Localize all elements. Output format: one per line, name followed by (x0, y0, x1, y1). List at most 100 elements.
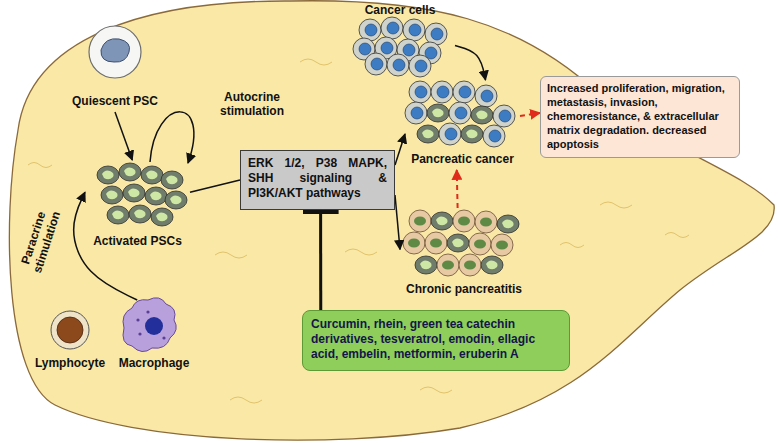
chronic-pancreatitis-cluster (425, 232, 447, 254)
cell-figure: Lymphocyte (30, 300, 110, 374)
cell-label: Cancer cells (365, 3, 436, 17)
activated-psc-cluster (97, 166, 119, 184)
chronic-pancreatitis-cluster (415, 256, 437, 274)
activated-psc-cluster (101, 186, 123, 204)
activated-psc-cluster (123, 184, 145, 202)
cancer-cell-cluster (425, 23, 447, 45)
chronic-pancreatitis-cluster (453, 210, 475, 232)
cell-cluster: Chronic pancreatitis (400, 208, 528, 300)
chronic-pancreatitis-cluster (459, 254, 481, 276)
pancreatic-cancer-cluster (431, 81, 453, 103)
activated-psc-cluster (161, 171, 183, 189)
annotation-label: Autocrine stimulation (212, 90, 292, 118)
macrophage-cell (162, 336, 165, 339)
lymphocyte-cell (51, 311, 89, 349)
cell-figure: Quiescent PSC (60, 18, 170, 112)
tissue-texture (560, 243, 584, 248)
box-text: Increased proliferation, migration, meta… (547, 81, 733, 151)
pancreatic-cancer-cluster (405, 102, 427, 124)
inhibitor-box: Curcumin, rhein, green tea catechin deri… (302, 310, 570, 371)
tissue-texture (300, 59, 332, 65)
pancreatic-cancer-cluster (493, 105, 515, 127)
cell-label: Pancreatic cancer (411, 152, 514, 166)
inhibition-line (319, 210, 322, 310)
cell-label: Activated PSCs (93, 234, 182, 248)
chronic-pancreatitis-cluster (475, 211, 497, 233)
chronic-pancreatitis-cluster (403, 232, 425, 254)
macrophage-cell (123, 298, 176, 352)
cancer-cell-cluster (353, 17, 447, 77)
cell-label: Macrophage (119, 356, 190, 370)
tissue-texture (345, 249, 377, 255)
activated-psc-cluster (107, 206, 129, 224)
pancreatic-cancer-cluster (483, 125, 505, 147)
pancreatic-cancer-cluster (449, 102, 471, 124)
macrophage-cell (138, 332, 141, 335)
macrophage-cell (146, 310, 149, 313)
progression-arrow (456, 170, 459, 208)
cell-cluster: Cancer cells (345, 0, 455, 76)
tissue-texture (28, 163, 52, 168)
macrophage-cell (145, 317, 163, 335)
cancer-cell-cluster (365, 53, 387, 75)
flow-arrow (115, 112, 132, 160)
tissue-texture (665, 233, 689, 238)
chronic-pancreatitis-cluster (469, 233, 491, 255)
cancer-cell-cluster (403, 19, 425, 41)
cancer-cell-cluster (409, 55, 431, 77)
chronic-pancreatitis-cluster (491, 234, 513, 256)
chronic-pancreatitis-cluster (481, 256, 503, 274)
macrophage-cell (136, 318, 139, 321)
lymphocyte-cell (57, 317, 83, 343)
flow-arrow (395, 134, 405, 165)
activated-psc-cluster (145, 187, 167, 205)
cell-label: Lymphocyte (35, 356, 105, 370)
flow-arrow (455, 46, 486, 80)
cell-cluster: Activated PSCs (85, 160, 190, 252)
cell-label: Quiescent PSC (72, 94, 158, 108)
tissue-texture (230, 397, 262, 403)
flow-line (190, 180, 240, 192)
pancreatic-cancer-cluster (471, 106, 493, 124)
pathway-box: ERK 1/2, P38 MAPK, SHH signaling & PI3K/… (240, 150, 395, 210)
pancreatic-cancer-cluster (417, 125, 439, 143)
pancreatic-cancer-cluster (405, 81, 515, 147)
activated-psc-cluster (151, 208, 173, 226)
quiescent-psc-cell (89, 26, 141, 78)
autocrine-arrow (150, 112, 194, 163)
pancreas-outline (9, 1, 774, 440)
pancreatic-cancer-cluster (453, 81, 475, 103)
box-text: ERK 1/2, P38 MAPK, SHH signaling & PI3K/… (248, 156, 387, 201)
activated-psc-cluster (141, 166, 163, 184)
chronic-pancreatitis-cluster (431, 212, 453, 230)
tissue-texture (600, 202, 632, 208)
cell-label: Chronic pancreatitis (406, 282, 522, 296)
quiescent-psc-cell (101, 39, 130, 62)
chronic-pancreatitis-cluster (437, 254, 459, 276)
macrophage-cell (123, 298, 176, 352)
pancreatic-cancer-cluster (475, 85, 497, 107)
flow-arrow (395, 195, 400, 249)
activated-psc-cluster (129, 205, 151, 223)
tissue-texture (420, 387, 452, 393)
outcome-box: Increased proliferation, migration, meta… (540, 76, 740, 158)
tissue-texture (215, 252, 247, 258)
pancreatic-cancer-cluster (461, 125, 483, 143)
cell-cluster: Pancreatic cancer (405, 80, 520, 170)
cancer-cell-cluster (381, 17, 403, 39)
activated-psc-cluster (119, 163, 141, 181)
pancreatic-cancer-cluster (427, 104, 449, 122)
activated-psc-cluster (97, 163, 187, 226)
cancer-cell-cluster (359, 19, 381, 41)
cancer-cell-cluster (387, 54, 409, 76)
chronic-pancreatitis-cluster (447, 234, 469, 252)
edge-label: Paracrine stimulation (16, 201, 65, 278)
lymphocyte-cell (51, 311, 89, 349)
cell-figure: Macrophage (112, 300, 196, 374)
quiescent-psc-cell (89, 26, 141, 78)
pancreatic-cancer-cluster (439, 123, 461, 145)
